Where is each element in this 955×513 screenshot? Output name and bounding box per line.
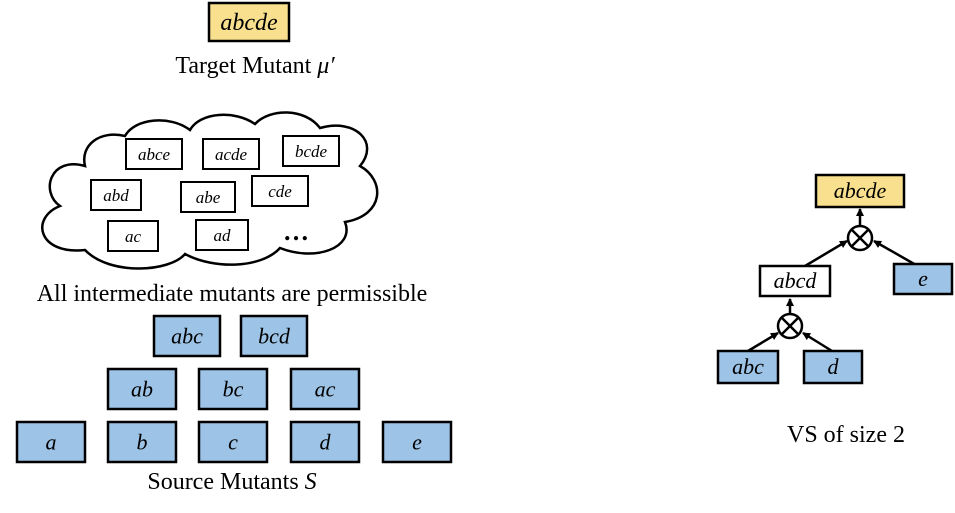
merge-operator-cross — [781, 317, 799, 335]
source-mutant-label: abc — [171, 324, 203, 349]
source-mutant-label: ab — [131, 377, 153, 402]
target-label: abcde — [220, 10, 278, 36]
source-mutant-box — [106, 420, 178, 464]
intermediate-mutant-box — [282, 135, 340, 167]
source-mutant-box — [239, 314, 309, 358]
source-mutant-box — [197, 420, 269, 464]
edge-abcd-op1 — [804, 239, 848, 268]
intermediate-mutant-box — [180, 181, 236, 213]
intermediate-mutant-label: abe — [196, 188, 221, 207]
vs-leaf-box — [802, 349, 864, 385]
intermediate-mutant-label: abd — [103, 186, 129, 205]
source-caption: Source Mutants S — [147, 469, 316, 495]
vs-tree: abcde abcd e abc d — [716, 173, 954, 385]
source-mutant-box — [152, 314, 222, 358]
target-caption-text: Target Mutant — [175, 53, 317, 79]
source-mutant-label: c — [228, 430, 238, 455]
source-mutant-label: a — [46, 430, 57, 455]
intermediate-items: abce acde bcde abd abe cde ac ad — [90, 135, 340, 252]
merge-operator-cross — [851, 229, 869, 247]
source-mutant-box — [381, 420, 453, 464]
vs-root-label: abcde — [834, 178, 887, 203]
cloud-ellipsis: … — [283, 217, 309, 246]
source-mutant-box — [197, 367, 269, 411]
intermediate-mutant-box — [202, 138, 260, 170]
vs-intermediate-label: abcd — [774, 268, 818, 293]
intermediate-mutant-label: cde — [268, 182, 292, 201]
edge-e-op1 — [873, 239, 917, 267]
intermediate-mutant-box — [125, 138, 183, 170]
source-mutant-label: ac — [315, 377, 336, 402]
vs-leaf-label: abc — [732, 354, 764, 379]
intermediate-mutant-box — [195, 219, 249, 251]
source-mutant-label: b — [137, 430, 148, 455]
source-caption-text: Source Mutants — [147, 469, 304, 495]
intermediate-mutant-label: acde — [215, 145, 248, 164]
source-mutant-label: d — [320, 430, 332, 455]
edge-abc-op2 — [747, 331, 779, 353]
intermediate-mutant-label: abce — [138, 145, 171, 164]
intermediate-mutant-label: bcde — [295, 142, 328, 161]
vs-leaf-box — [716, 349, 780, 385]
vs-leaf-label: d — [828, 354, 840, 379]
source-mutant-box — [15, 420, 87, 464]
intermediate-mutant-label: ad — [214, 226, 232, 245]
target-caption-symbol: μ′ — [316, 53, 335, 79]
source-caption-symbol: S — [305, 469, 317, 495]
intermediate-mutant-box — [251, 175, 309, 207]
source-mutant-box — [289, 420, 361, 464]
target-caption: Target Mutant μ′ — [175, 53, 335, 79]
source-mutant-box — [289, 367, 361, 411]
source-mutant-label: bcd — [258, 324, 291, 349]
target-mutant: abcde — [207, 1, 291, 43]
vs-intermediate-box — [758, 264, 832, 298]
source-mutant-label: e — [412, 430, 422, 455]
intermediate-mutant-label: ac — [125, 227, 142, 246]
intermediate-mutant-box — [90, 179, 142, 211]
intermediate-caption: All intermediate mutants are permissible — [37, 281, 428, 307]
source-mutant-box — [106, 367, 178, 411]
vs-root-box — [814, 173, 906, 209]
vs-leaf-box — [892, 262, 954, 296]
vs-leaf-label: e — [918, 266, 928, 291]
source-mutant-label: bc — [223, 377, 244, 402]
target-box — [207, 1, 291, 43]
vs-caption: VS of size 2 — [787, 422, 905, 448]
intermediate-mutant-box — [107, 220, 159, 252]
edge-d-op2 — [802, 331, 833, 353]
